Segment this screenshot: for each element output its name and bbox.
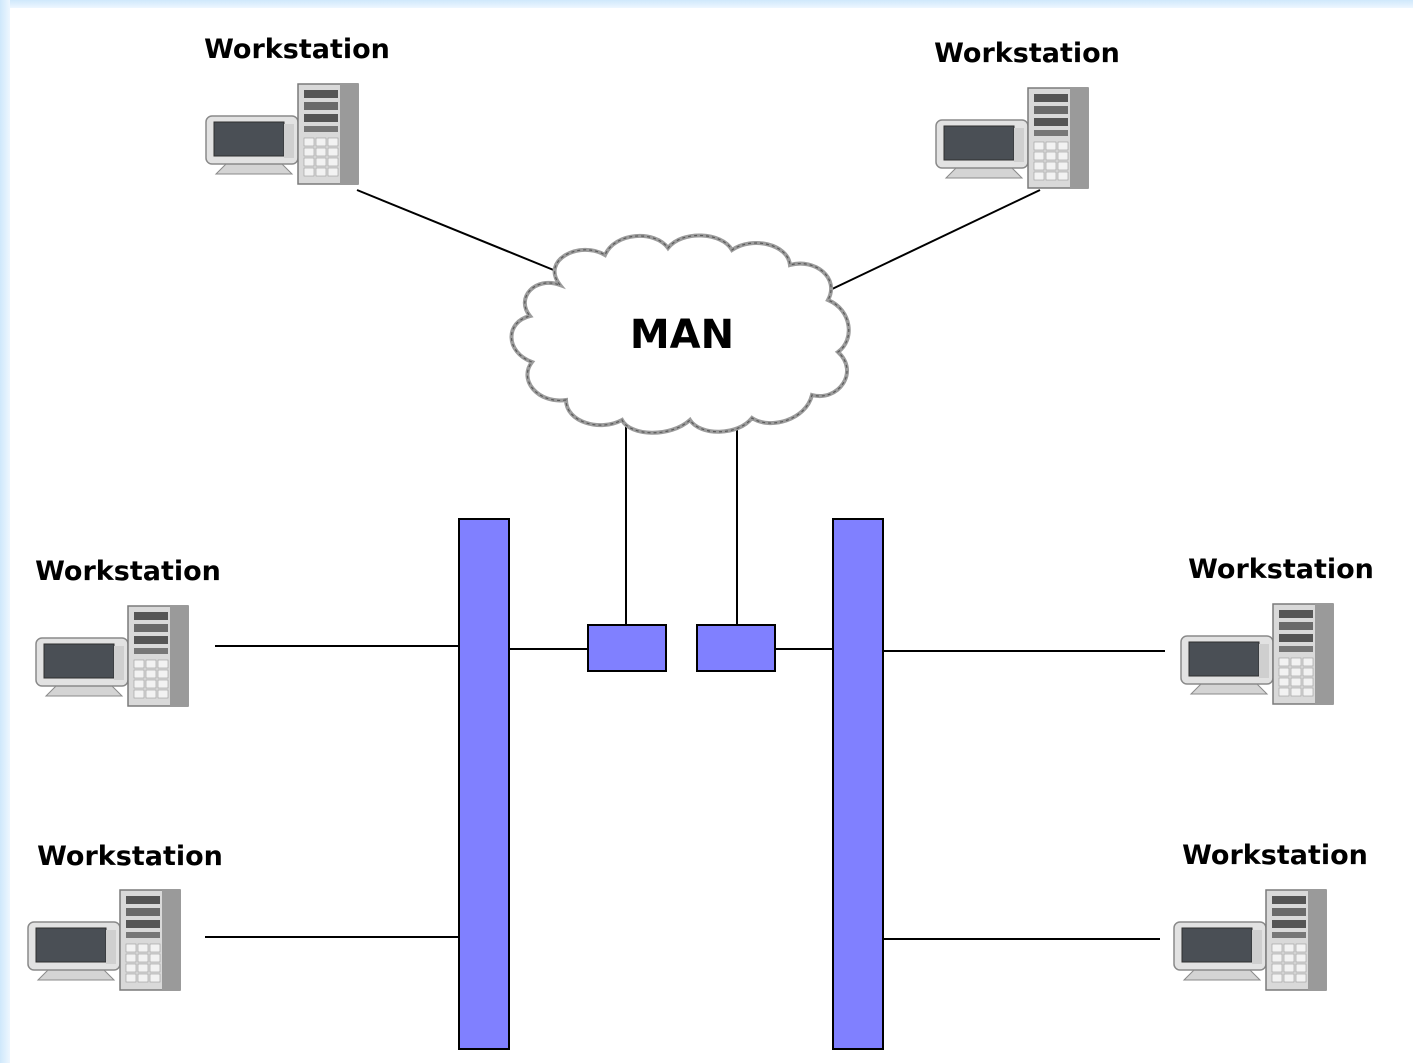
workstation-top-left: Workstation <box>204 34 390 185</box>
workstation-icon <box>935 87 1089 189</box>
workstation-bottom-left: Workstation <box>27 841 223 991</box>
workstation-label: Workstation <box>934 38 1120 69</box>
workstation-mid-left: Workstation <box>35 556 221 707</box>
link-ws-top-left-to-man <box>356 189 557 272</box>
workstation-icon <box>1173 889 1327 991</box>
bridge-left <box>587 624 667 672</box>
workstation-icon <box>27 889 181 991</box>
workstation-label: Workstation <box>37 841 223 872</box>
man-cloud: MAN <box>509 233 851 435</box>
workstation-label: Workstation <box>1182 840 1368 871</box>
lan-segment-right <box>832 518 884 1050</box>
lan-segment-left <box>458 518 510 1050</box>
workstation-icon <box>205 83 359 185</box>
man-label: MAN <box>630 312 734 358</box>
workstation-icon <box>1180 603 1334 705</box>
workstation-label: Workstation <box>1188 554 1374 585</box>
workstation-icon <box>35 605 189 707</box>
workstation-label: Workstation <box>204 34 390 65</box>
workstation-top-right: Workstation <box>934 38 1120 189</box>
bridge-right <box>696 624 776 672</box>
workstation-label: Workstation <box>35 556 221 587</box>
workstation-bottom-right: Workstation <box>1173 840 1368 991</box>
workstation-mid-right: Workstation <box>1180 554 1374 705</box>
frame-top-border <box>0 0 1413 8</box>
link-ws-top-right-to-man <box>829 189 1041 291</box>
frame-left-border <box>0 0 10 1063</box>
